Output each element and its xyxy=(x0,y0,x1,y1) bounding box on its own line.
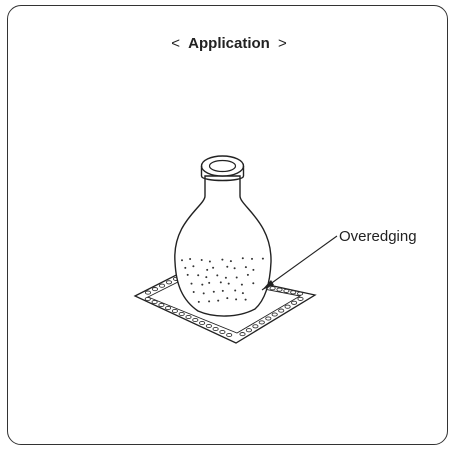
stipple-dot xyxy=(262,258,264,260)
stipple-dot xyxy=(252,282,254,284)
stipple-dot xyxy=(226,297,228,299)
stipple-dot xyxy=(216,274,218,276)
callout-leader xyxy=(262,236,337,290)
vase-icon xyxy=(175,156,271,316)
stipple-dot xyxy=(234,290,236,292)
stipple-dot xyxy=(220,281,222,283)
stipple-dot xyxy=(235,298,237,300)
stipple-dot xyxy=(201,284,203,286)
stipple-dot xyxy=(242,292,244,294)
stipple-dot xyxy=(181,259,183,261)
stipple-dot xyxy=(226,266,228,268)
stipple-dot xyxy=(187,274,189,276)
stipple-dot xyxy=(209,261,211,263)
stipple-dot xyxy=(192,265,194,267)
stipple-dot xyxy=(208,282,210,284)
stipple-dot xyxy=(198,301,200,303)
stipple-dot xyxy=(208,300,210,302)
stipple-dot xyxy=(225,277,227,279)
stipple-dot xyxy=(189,258,191,260)
stipple-dot xyxy=(217,300,219,302)
stipple-dot xyxy=(191,283,193,285)
stipple-dot xyxy=(245,299,247,301)
stipple-dot xyxy=(213,291,215,293)
stipple-dot xyxy=(206,269,208,271)
stipple-dot xyxy=(242,257,244,259)
stipple-dot xyxy=(234,267,236,269)
stipple-dot xyxy=(221,259,223,261)
stipple-dot xyxy=(245,266,247,268)
stipple-dot xyxy=(251,258,253,260)
stipple-dot xyxy=(252,269,254,271)
stipple-dot xyxy=(193,291,195,293)
stipple-dot xyxy=(236,277,238,279)
stipple-dot xyxy=(228,283,230,285)
stipple-dot xyxy=(241,284,243,286)
stipple-dot xyxy=(212,267,214,269)
stipple-dot xyxy=(203,292,205,294)
stipple-dot xyxy=(197,274,199,276)
stipple-dot xyxy=(247,274,249,276)
stipple-dot xyxy=(222,290,224,292)
stipple-dot xyxy=(205,276,207,278)
stipple-dot xyxy=(184,267,186,269)
stipple-dot xyxy=(230,260,232,262)
stipple-dot xyxy=(201,259,203,261)
overedging-label: Overedging xyxy=(339,228,417,245)
